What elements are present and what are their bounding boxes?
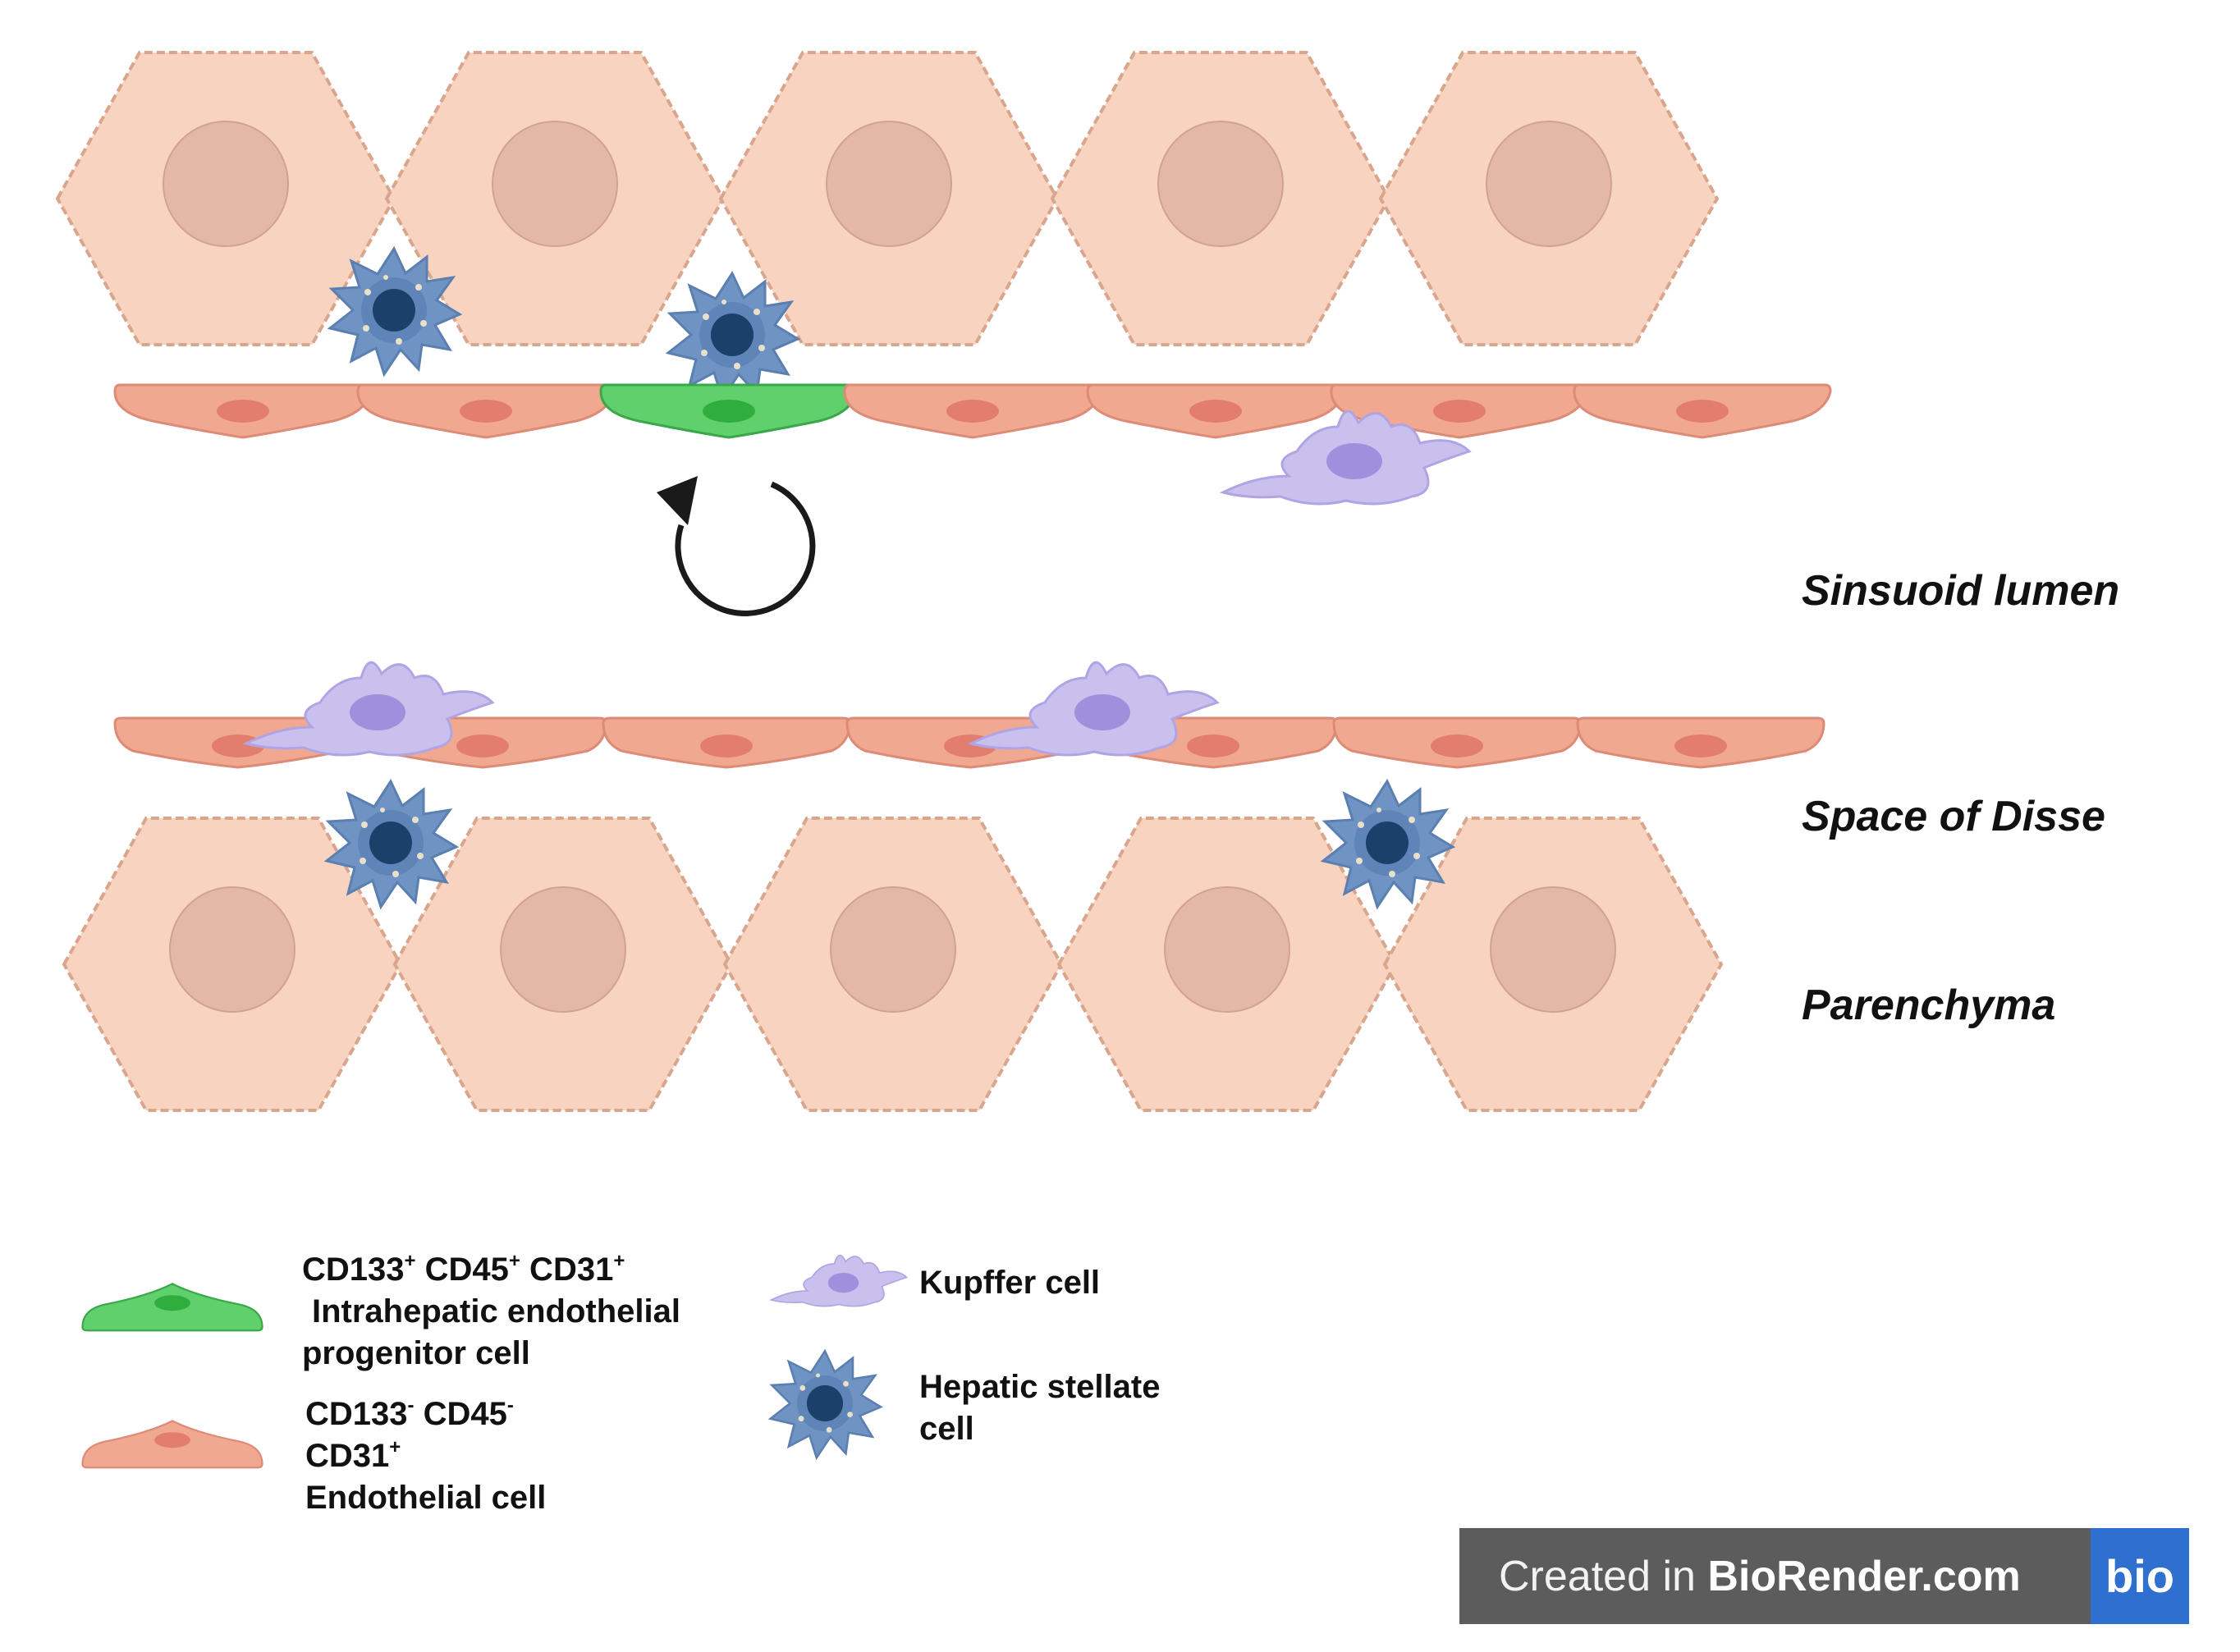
- endothelial-cell-icon: [113, 383, 373, 439]
- hepatocyte-row-bottom: [62, 817, 1723, 1112]
- region-label-parenchyma: Parenchyma: [1802, 982, 2056, 1029]
- legend-stellate-label: Hepatic stellate cell: [919, 1366, 1160, 1450]
- self-renewal-arrow-icon: [657, 476, 816, 616]
- hepatocyte-icon: [1379, 51, 1719, 346]
- legend-stellate-line1: Hepatic stellate: [919, 1369, 1161, 1405]
- hepatocyte-row-top: [56, 51, 1719, 346]
- biorender-logo-icon: bio: [2091, 1528, 2189, 1624]
- legend-progenitor-line3: progenitor cell: [302, 1335, 530, 1371]
- hepatocyte-icon: [723, 817, 1063, 1112]
- legend-progenitor-line2: Intrahepatic endothelial: [312, 1293, 680, 1329]
- endothelial-lining-top: [113, 383, 1832, 439]
- progenitor-cell-icon: [599, 383, 859, 439]
- legend-endothelial-line3: Endothelial cell: [305, 1480, 547, 1516]
- endothelial-cell-icon: [1576, 716, 1825, 769]
- hepatocyte-icon: [1383, 817, 1723, 1112]
- hepatocyte-icon: [393, 817, 733, 1112]
- kupffer-cell-icon: [770, 1254, 908, 1307]
- endothelial-cell-icon: [602, 716, 851, 769]
- badge-text: Created in BioRender.com: [1499, 1552, 2021, 1600]
- hepatocyte-icon: [1051, 51, 1390, 346]
- legend-endothelial-label: CD133- CD45- CD31+ Endothelial cell: [305, 1393, 546, 1519]
- legend-endothelial-cd31: CD31+: [305, 1436, 401, 1475]
- legend-stellate-line2: cell: [919, 1411, 974, 1447]
- endothelial-cell-icon: [1086, 383, 1345, 439]
- endothelial-cell-icon: [81, 1420, 263, 1469]
- endothelial-cell-icon: [1573, 383, 1832, 439]
- legend-endothelial-markers: CD133- CD45-: [305, 1394, 514, 1433]
- endothelial-cell-icon: [1332, 716, 1582, 769]
- stellate-cell-icon: [769, 1349, 882, 1459]
- hepatocyte-icon: [719, 51, 1059, 346]
- legend-kupffer-label: Kupffer cell: [919, 1265, 1101, 1301]
- legend-icons: [81, 1254, 908, 1469]
- endothelial-cell-icon: [356, 383, 616, 439]
- legend-progenitor-markers: CD133+ CD45+ CD31+: [302, 1250, 625, 1288]
- progenitor-cell-icon: [81, 1283, 263, 1332]
- biorender-badge[interactable]: Created in BioRender.com bio: [1459, 1528, 2189, 1624]
- region-label-disse: Space of Disse: [1802, 793, 2105, 840]
- endothelial-cell-icon: [843, 383, 1102, 439]
- legend-progenitor-label: CD133+ CD45+ CD31+ Intrahepatic endothel…: [302, 1249, 680, 1375]
- region-label-lumen: Sinsuoid lumen: [1802, 567, 2120, 615]
